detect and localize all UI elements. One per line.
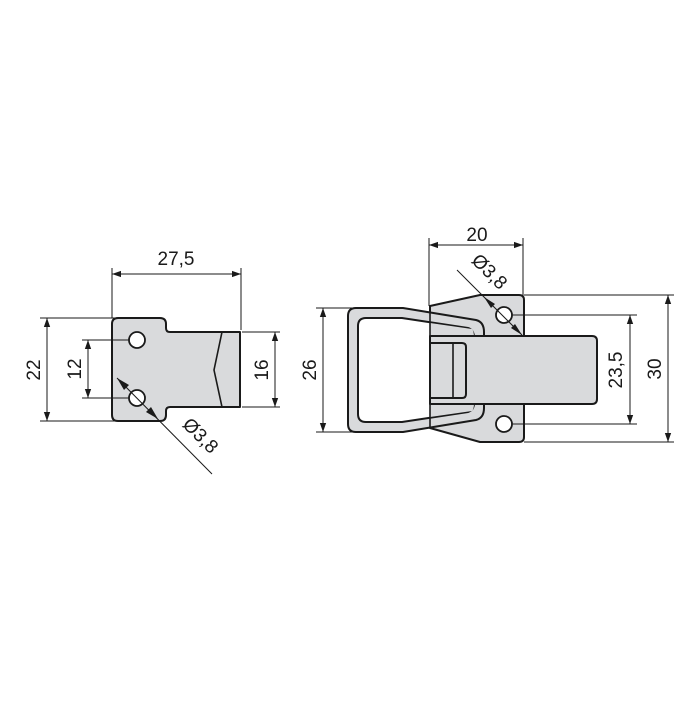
dim-latch-plate-width: 20 bbox=[466, 225, 487, 246]
latch-hole-bottom bbox=[495, 415, 513, 433]
catch-hole-top bbox=[128, 331, 146, 349]
latch-lever bbox=[429, 335, 598, 405]
dim-catch-tongue: 16 bbox=[252, 359, 273, 380]
toggle-latch bbox=[347, 294, 598, 443]
dim-latch-hole-diameter: Ø3,8 bbox=[467, 250, 511, 294]
dim-latch-hole-spacing: 23,5 bbox=[606, 352, 627, 389]
latch-hole-top bbox=[495, 306, 513, 324]
dim-catch-length: 27,5 bbox=[158, 249, 195, 270]
dim-latch-bail-height: 26 bbox=[300, 359, 321, 380]
catch-plate bbox=[111, 317, 241, 422]
catch-hook-edge bbox=[213, 331, 223, 408]
latch-hinge-block bbox=[429, 342, 467, 399]
dim-latch-plate-height: 30 bbox=[645, 358, 666, 379]
dim-catch-height: 22 bbox=[24, 359, 45, 380]
dim-catch-hole-diameter: Ø3,8 bbox=[178, 414, 222, 458]
dim-catch-hole-spacing: 12 bbox=[65, 358, 86, 379]
